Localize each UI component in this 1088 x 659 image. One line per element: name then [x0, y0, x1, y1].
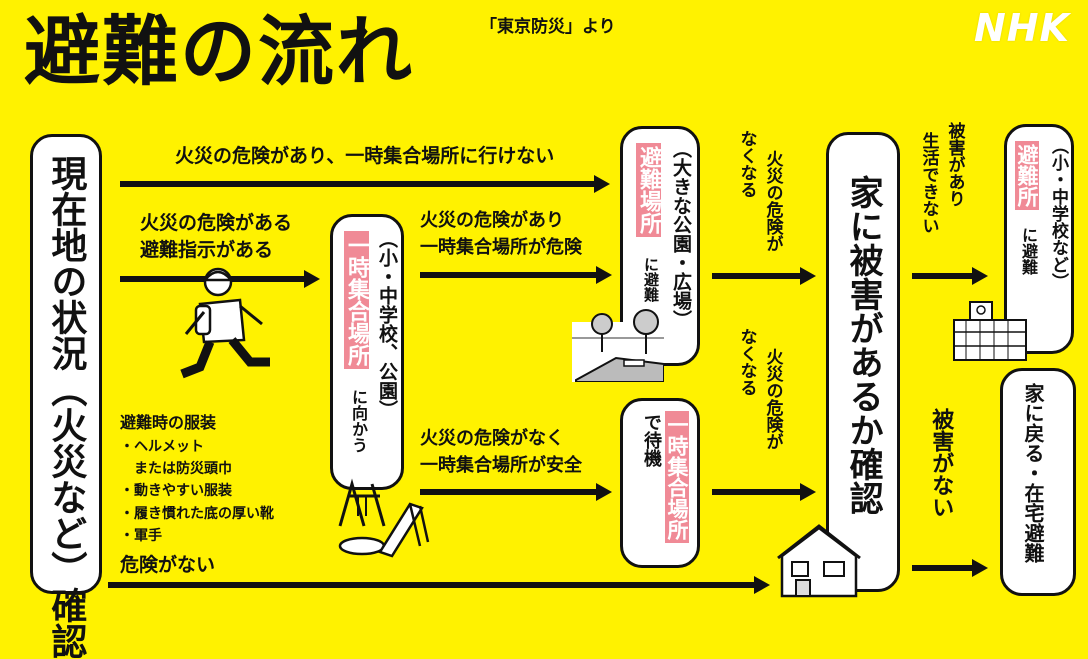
- home-box-text: 家に戻る・在宅避難: [1021, 383, 1045, 563]
- evac-suffix: に避難: [1019, 227, 1038, 275]
- gather-suffix: に向かう: [349, 389, 368, 453]
- label-bottom-path: 危険がない: [120, 554, 216, 576]
- shelter-highlight: 避難場所: [635, 143, 661, 237]
- runner-illustration: [180, 267, 270, 379]
- wait-box: で待機 一時集合場所: [620, 398, 700, 568]
- clothing-item: ・動きやすい服装: [120, 483, 232, 500]
- gather-box: （小・中学校、公園） 一時集合場所 に向かう: [330, 214, 404, 490]
- label-no-fire-top-1: 火災の危険が: [762, 150, 783, 252]
- label-gather-bot-1: 火災の危険がなく: [420, 428, 564, 449]
- clothing-list: 避難時の服装 ・ヘルメット または防災頭巾 ・動きやすい服装 ・履き慣れた底の厚…: [120, 410, 274, 548]
- label-mid-1: 火災の危険がある: [140, 212, 293, 234]
- shelter-suffix: に避難: [642, 257, 660, 302]
- start-box-text: 現在地の状況（火災など）確認: [45, 155, 87, 659]
- label-mid-2: 避難指示がある: [140, 239, 274, 261]
- label-gather-top-1: 火災の危険があり: [420, 210, 564, 231]
- label-damaged-1: 被害があり: [944, 122, 965, 207]
- label-no-fire-top-2: なくなる: [736, 130, 757, 198]
- check-box-text: 家に被害があるか確認: [843, 175, 884, 515]
- school-illustration: [953, 301, 1027, 361]
- label-no-fire-bot-1: 火災の危険が: [762, 348, 783, 450]
- label-damaged-2: 生活できない: [918, 132, 939, 234]
- home-box: 家に戻る・在宅避難: [1000, 368, 1076, 596]
- clothing-item: ・軍手: [120, 528, 162, 545]
- start-box: 現在地の状況（火災など）確認: [30, 134, 102, 659]
- clothing-item: ・履き慣れた底の厚い靴: [120, 505, 274, 522]
- shelter-box: （大きな公園・広場） 避難場所 に避難: [620, 126, 700, 366]
- label-gather-bot-2: 一時集合場所が安全: [420, 455, 582, 476]
- clothing-heading: 避難時の服装: [120, 413, 217, 432]
- label-gather-top-2: 一時集合場所が危険: [420, 237, 582, 258]
- label-no-damage: 被害がない: [928, 408, 954, 518]
- page-title: 避難の流れ: [24, 7, 414, 96]
- house-illustration: [777, 524, 861, 598]
- wait-prefix: で待機: [641, 413, 662, 467]
- gather-highlight: 一時集合場所: [343, 231, 369, 369]
- evac-box: （小・中学校など） 避難所 に避難: [1004, 124, 1074, 354]
- gather-paren: （小・中学校、公園）: [376, 229, 398, 419]
- park-illustration: [572, 309, 664, 382]
- label-no-fire-bot-2: なくなる: [736, 328, 757, 396]
- check-box: 家に被害があるか確認: [826, 132, 900, 592]
- clothing-item: ・ヘルメット: [120, 438, 204, 455]
- clothing-item: または防災頭巾: [120, 460, 232, 477]
- nhk-logo: NHK: [973, 6, 1070, 50]
- label-top-path: 火災の危険があり、一時集合場所に行けない: [175, 145, 555, 167]
- wait-highlight: 一時集合場所: [664, 411, 689, 543]
- playground-illustration: [338, 478, 430, 558]
- shelter-paren: （大きな公園・広場）: [670, 139, 692, 329]
- source-note: 「東京防災」より: [480, 17, 616, 37]
- evac-highlight: 避難所: [1014, 141, 1039, 210]
- evac-paren: （小・中学校など）: [1048, 137, 1068, 290]
